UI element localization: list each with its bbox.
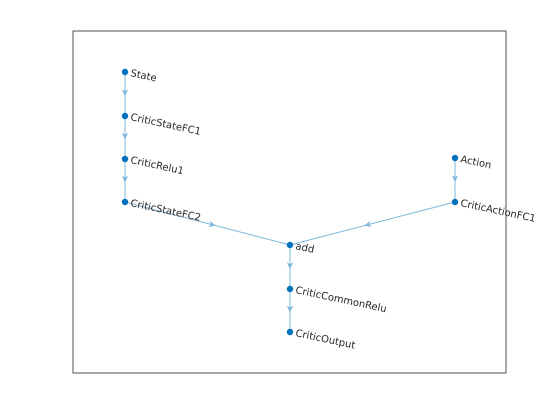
node-critic-relu1 [121,155,129,163]
arrowhead-critic-state-fc2-to-add [208,220,216,227]
edges-layer [121,72,459,332]
node-label-add: add [294,241,315,256]
arrowhead-add-to-critic-common-relu [286,262,294,270]
nodes-layer [121,68,459,336]
node-critic-state-fc2 [121,198,129,206]
node-critic-common-relu [286,285,294,293]
arrowhead-action-to-critic-action-fc1 [451,175,459,183]
edge-critic-action-fc1-to-add [289,201,456,246]
arrowhead-state-to-critic-state-fc1 [121,89,129,97]
arrowhead-critic-action-fc1-to-add [364,220,372,227]
node-action [451,154,459,162]
arrowhead-critic-relu1-to-critic-state-fc2 [121,175,129,183]
node-critic-state-fc1 [121,112,129,120]
node-label-state: State [129,68,157,84]
arrowhead-critic-common-relu-to-critic-output [286,305,294,313]
arrowhead-critic-state-fc1-to-critic-relu1 [121,132,129,140]
edge-critic-state-fc2-to-add [124,201,291,246]
node-critic-output [286,328,294,336]
node-state [121,68,129,76]
node-add [286,241,294,249]
node-critic-action-fc1 [451,198,459,206]
